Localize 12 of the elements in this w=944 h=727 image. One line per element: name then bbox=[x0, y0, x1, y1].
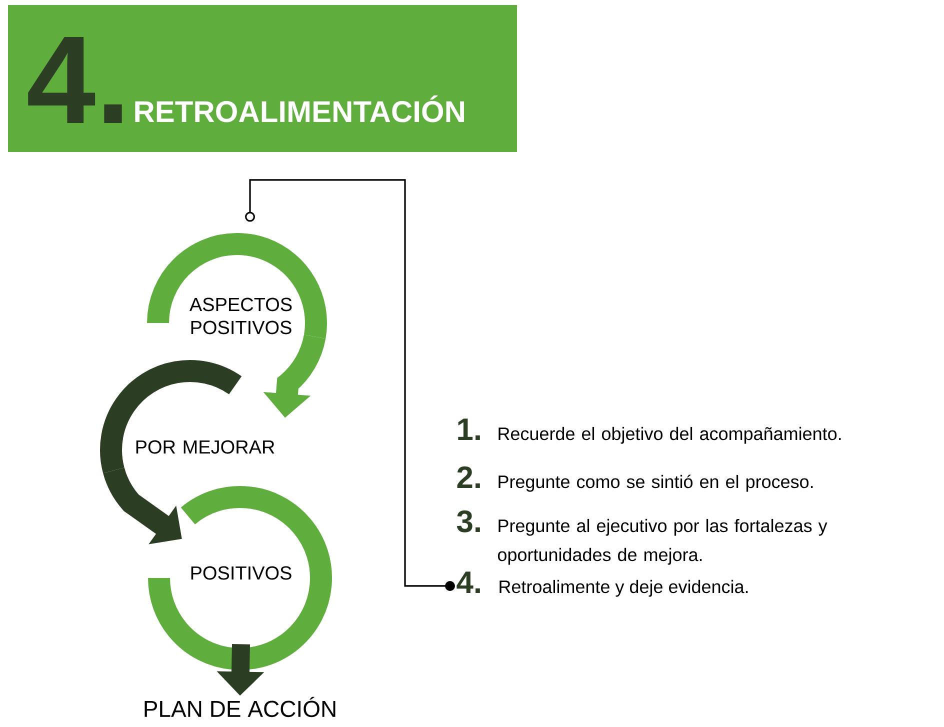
arrow bbox=[245, 179, 455, 591]
ring: ASPECTOS POSITIVOS bbox=[147, 232, 327, 338]
list-number: 3. bbox=[456, 510, 480, 532]
list-text: Recuerde el objetivo del acompañamiento. bbox=[498, 426, 841, 444]
list-text: Pregunte como se sintió en el proceso. bbox=[498, 474, 813, 492]
list-text: Pregunte al ejecutivo por las fortalezas y oportunidades de mejora. bbox=[498, 518, 828, 565]
ring: POSITIVOS bbox=[148, 486, 332, 670]
list-number: 1. bbox=[458, 418, 480, 440]
list-item: 4. Retroalimente y deje evidencia. bbox=[456, 572, 748, 597]
ring: POR MEJORAR bbox=[100, 360, 274, 473]
list-number: 2. bbox=[457, 466, 480, 488]
result-text: PLAN DE ACCIÓN bbox=[144, 696, 336, 718]
